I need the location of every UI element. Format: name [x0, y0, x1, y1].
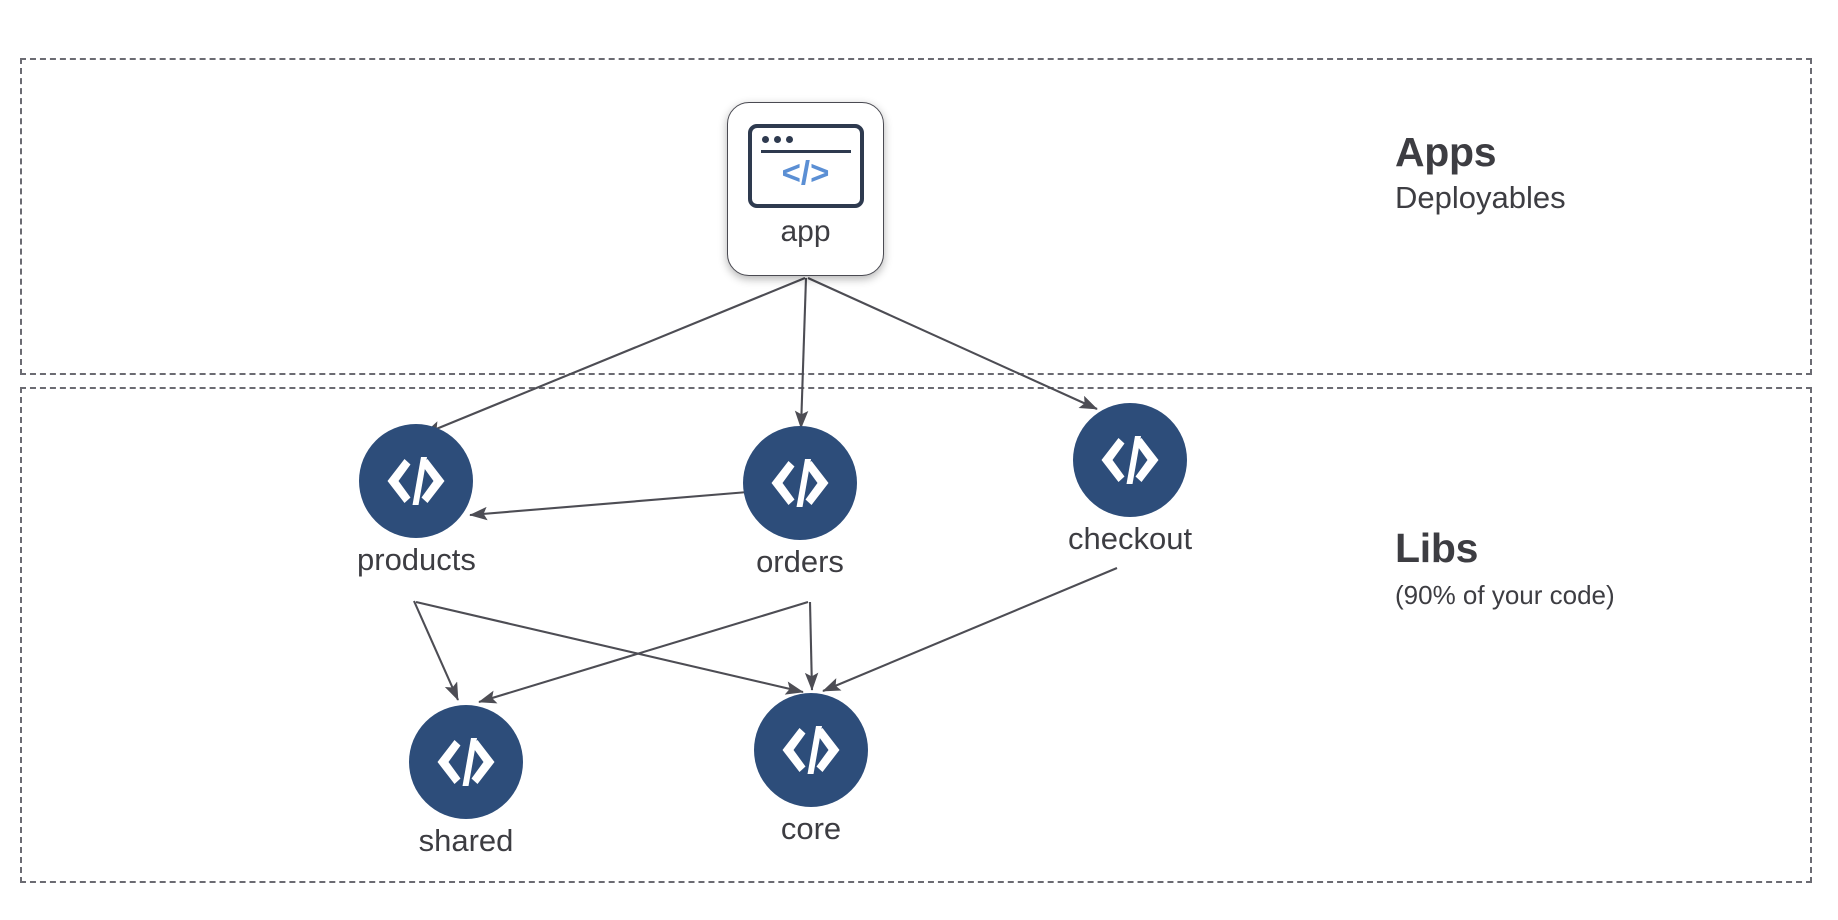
zone-apps-title: Apps	[1395, 129, 1497, 175]
node-shared-label: shared	[418, 823, 514, 858]
node-products[interactable]: products	[357, 424, 476, 578]
window-rule-divider	[760, 150, 851, 153]
edge-app-orders	[794, 277, 809, 429]
node-shared[interactable]: shared	[409, 705, 523, 859]
edge-orders-core	[804, 601, 819, 691]
code-brackets-icon	[359, 424, 474, 538]
code-brackets-glyph: </>	[781, 154, 830, 191]
edge-app-products	[423, 277, 806, 435]
zone-libs-boundary	[20, 387, 1812, 883]
browser-code-icon: </>	[747, 124, 864, 208]
code-brackets-icon	[409, 705, 523, 819]
edge-checkout-core	[822, 567, 1118, 692]
edge-orders-products	[469, 490, 749, 521]
edge-orders-shared	[478, 600, 809, 704]
zone-apps-subtitle: Deployables	[1395, 180, 1566, 216]
code-brackets-icon	[1073, 403, 1188, 517]
node-products-label: products	[357, 542, 476, 577]
node-checkout-label: checkout	[1068, 521, 1193, 556]
zone-apps-caption: Apps Deployables	[1395, 128, 1566, 217]
window-dots-icon	[761, 136, 793, 143]
code-brackets-icon	[754, 693, 868, 807]
node-checkout[interactable]: checkout	[1068, 403, 1192, 557]
zone-libs-caption: Libs (90% of your code)	[1395, 524, 1615, 611]
edge-products-core	[415, 600, 804, 695]
node-core-label: core	[780, 811, 842, 846]
edge-products-shared	[413, 600, 459, 701]
zone-apps-boundary	[20, 58, 1812, 375]
zone-libs-subtitle: (90% of your code)	[1395, 580, 1615, 611]
node-app[interactable]: </> app	[727, 102, 884, 276]
code-brackets-icon	[743, 426, 857, 540]
edge-app-checkout	[807, 277, 1098, 410]
zone-libs-title: Libs	[1395, 525, 1479, 571]
node-app-label: app	[780, 215, 831, 248]
node-orders[interactable]: orders	[743, 426, 857, 580]
node-orders-label: orders	[756, 544, 844, 579]
node-core[interactable]: core	[754, 693, 868, 847]
